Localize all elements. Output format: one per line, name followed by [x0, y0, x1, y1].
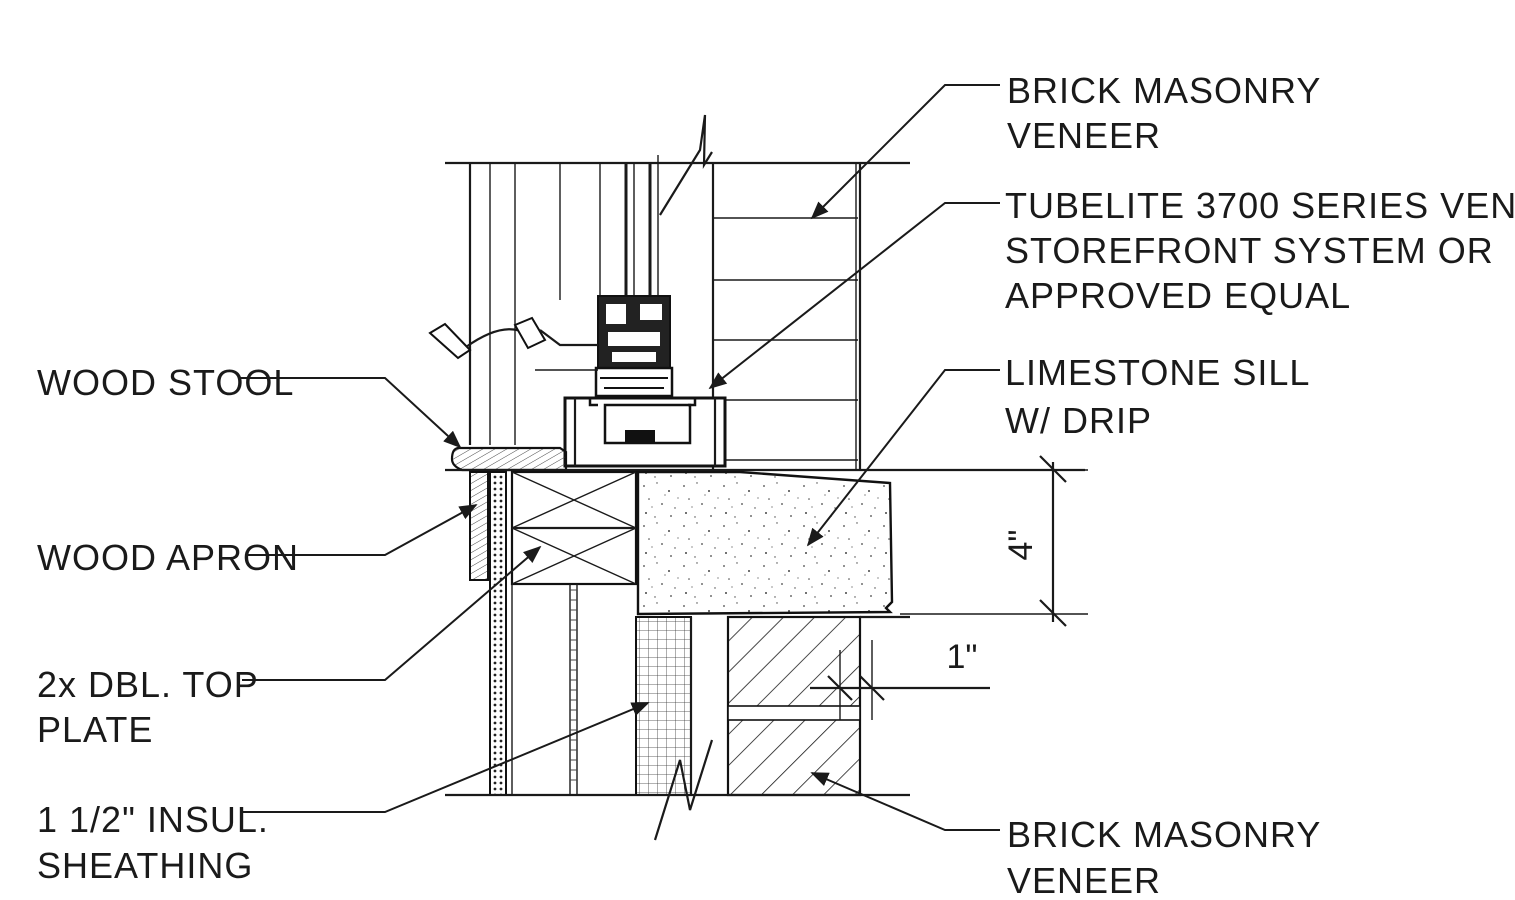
- brick-veneer-upper: [711, 163, 862, 470]
- label-brick-masonry-lower-1: BRICK MASONRY: [1007, 814, 1321, 855]
- double-top-plate: [510, 470, 638, 795]
- upper-wall: [445, 161, 910, 445]
- dimension-1in: 1": [810, 638, 990, 720]
- label-sheathing-2: SHEATHING: [37, 845, 253, 886]
- dimension-4in: 4": [900, 455, 1088, 627]
- label-top-plate-1: 2x DBL. TOP: [37, 664, 259, 705]
- wood-apron: [469, 471, 489, 581]
- cmu-backup: [635, 616, 714, 841]
- label-brick-masonry-upper-1: BRICK MASONRY: [1007, 70, 1321, 111]
- label-limestone-sill-2: W/ DRIP: [1005, 400, 1152, 441]
- label-brick-masonry-lower-2: VENEER: [1007, 860, 1161, 900]
- dimension-4in-label: 4": [1002, 530, 1040, 561]
- label-top-plate-2: PLATE: [37, 709, 153, 750]
- label-tubelite-2: STOREFRONT SYSTEM OR: [1005, 230, 1494, 271]
- label-tubelite-3: APPROVED EQUAL: [1005, 275, 1351, 316]
- leader-lines: [240, 84, 1000, 831]
- label-tubelite-1: TUBELITE 3700 SERIES VENTED: [1005, 185, 1515, 226]
- brick-veneer-lower: [445, 615, 910, 797]
- dimension-1in-label: 1": [947, 638, 978, 676]
- label-wood-stool: WOOD STOOL: [37, 362, 294, 403]
- insulated-sheathing: [489, 471, 507, 796]
- label-limestone-sill-1: LIMESTONE SILL: [1005, 352, 1310, 393]
- label-wood-apron: WOOD APRON: [37, 537, 299, 578]
- label-brick-masonry-upper-2: VENEER: [1007, 115, 1161, 156]
- wood-stool: [445, 446, 1085, 472]
- storefront-frame: [428, 114, 727, 468]
- label-sheathing-1: 1 1/2" INSUL.: [37, 799, 269, 840]
- limestone-sill: [636, 470, 894, 616]
